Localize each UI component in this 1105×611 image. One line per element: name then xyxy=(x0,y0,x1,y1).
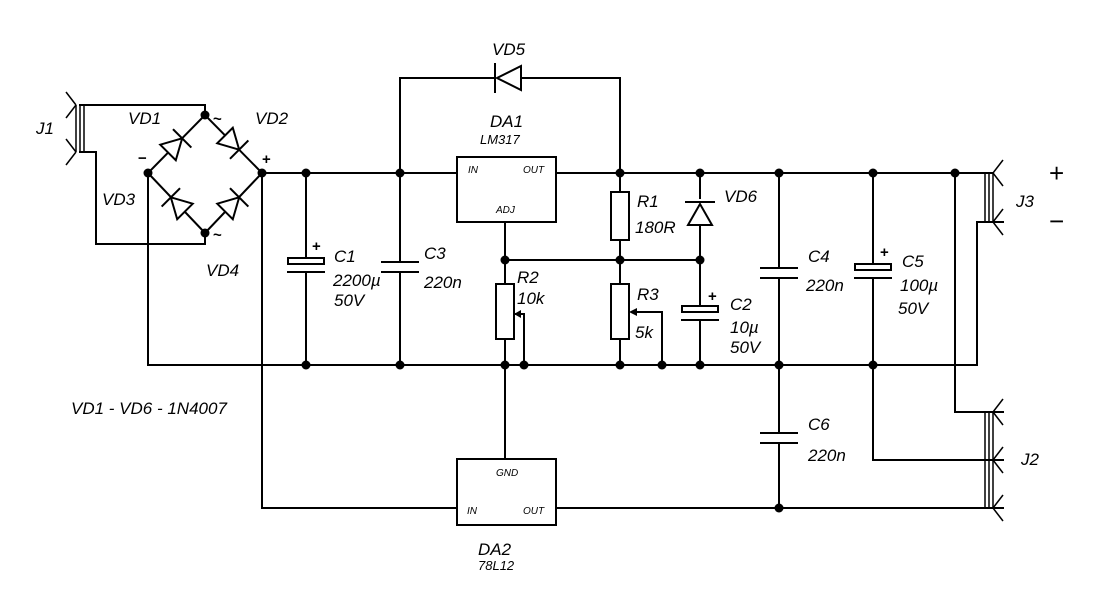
resistor-r1 xyxy=(610,191,630,241)
r2-value: 10k xyxy=(517,289,546,308)
bridge-minus-sign: − xyxy=(138,150,147,167)
r3-value: 5k xyxy=(635,323,654,342)
r1-label: R1 xyxy=(637,192,659,211)
c1-polarity: + xyxy=(312,238,321,255)
vd3-label: VD3 xyxy=(102,190,136,209)
da1-pin-adj: ADJ xyxy=(495,205,516,216)
c3-label: C3 xyxy=(424,244,446,263)
vd6-label: VD6 xyxy=(724,187,758,206)
regulator-da1 xyxy=(456,156,557,223)
resistor-r2 xyxy=(495,283,521,340)
vd5-label: VD5 xyxy=(492,40,526,59)
da2-pin-gnd: GND xyxy=(496,468,518,479)
c2-value: 10µ xyxy=(730,318,759,337)
c2-polarity: + xyxy=(708,288,717,305)
c6-value: 220n xyxy=(807,446,846,465)
da1-label: DA1 xyxy=(490,112,523,131)
capacitor-c5 xyxy=(854,263,892,279)
c3-value: 220n xyxy=(423,273,462,292)
vd1-label: VD1 xyxy=(128,109,161,128)
capacitor-c1 xyxy=(287,257,325,273)
diode-vd4 xyxy=(215,187,250,222)
diode-vd3 xyxy=(160,187,195,222)
vd4-label: VD4 xyxy=(206,261,239,280)
c1-label: C1 xyxy=(334,247,356,266)
j2-label: J2 xyxy=(1020,450,1040,469)
r3-label: R3 xyxy=(637,285,659,304)
diode-vd5 xyxy=(494,63,522,93)
c1-value: 2200µ xyxy=(332,271,381,290)
c5-voltage: 50V xyxy=(898,299,930,318)
diode-note: VD1 - VD6 - 1N4007 xyxy=(71,399,227,418)
wires xyxy=(79,77,1004,509)
c5-polarity: + xyxy=(880,244,889,261)
da1-part: LM317 xyxy=(480,132,521,147)
j3-plus-sign: + xyxy=(1049,158,1064,188)
j3-label: J3 xyxy=(1015,192,1035,211)
r1-value: 180R xyxy=(635,218,676,237)
c1-voltage: 50V xyxy=(334,291,366,310)
da2-label: DA2 xyxy=(478,540,512,559)
ac-bottom-sign: ~ xyxy=(213,227,222,244)
j1-label: J1 xyxy=(35,119,54,138)
diode-vd6 xyxy=(685,201,715,226)
regulator-da2 xyxy=(456,458,557,526)
c2-voltage: 50V xyxy=(730,338,762,357)
connector-j3 xyxy=(984,159,1004,236)
da2-pin-out: OUT xyxy=(523,506,545,517)
j3-minus-sign: − xyxy=(1049,206,1064,236)
ac-top-sign: ~ xyxy=(213,111,222,128)
c4-label: C4 xyxy=(808,247,830,266)
da2-part: 78L12 xyxy=(478,558,515,573)
capacitor-c6 xyxy=(760,432,798,444)
da2-pin-in: IN xyxy=(467,506,478,517)
vd2-label: VD2 xyxy=(255,109,289,128)
connector-j1 xyxy=(65,91,85,166)
da1-pin-in: IN xyxy=(468,165,479,176)
diode-vd2 xyxy=(215,125,250,160)
connector-j2 xyxy=(984,398,1004,522)
junction-dots xyxy=(143,110,960,513)
capacitor-c2 xyxy=(681,305,719,321)
c6-label: C6 xyxy=(808,415,830,434)
r2-label: R2 xyxy=(517,268,539,287)
c5-label: C5 xyxy=(902,252,924,271)
bridge-rectifier xyxy=(146,113,264,235)
da1-pin-out: OUT xyxy=(523,165,545,176)
capacitor-c4 xyxy=(760,267,798,279)
resistor-r3 xyxy=(610,283,637,340)
c4-value: 220n xyxy=(805,276,844,295)
capacitor-c3 xyxy=(381,261,419,273)
c2-label: C2 xyxy=(730,295,752,314)
c5-value: 100µ xyxy=(900,276,938,295)
diode-vd1 xyxy=(158,128,193,163)
bridge-plus-sign: + xyxy=(262,151,271,168)
